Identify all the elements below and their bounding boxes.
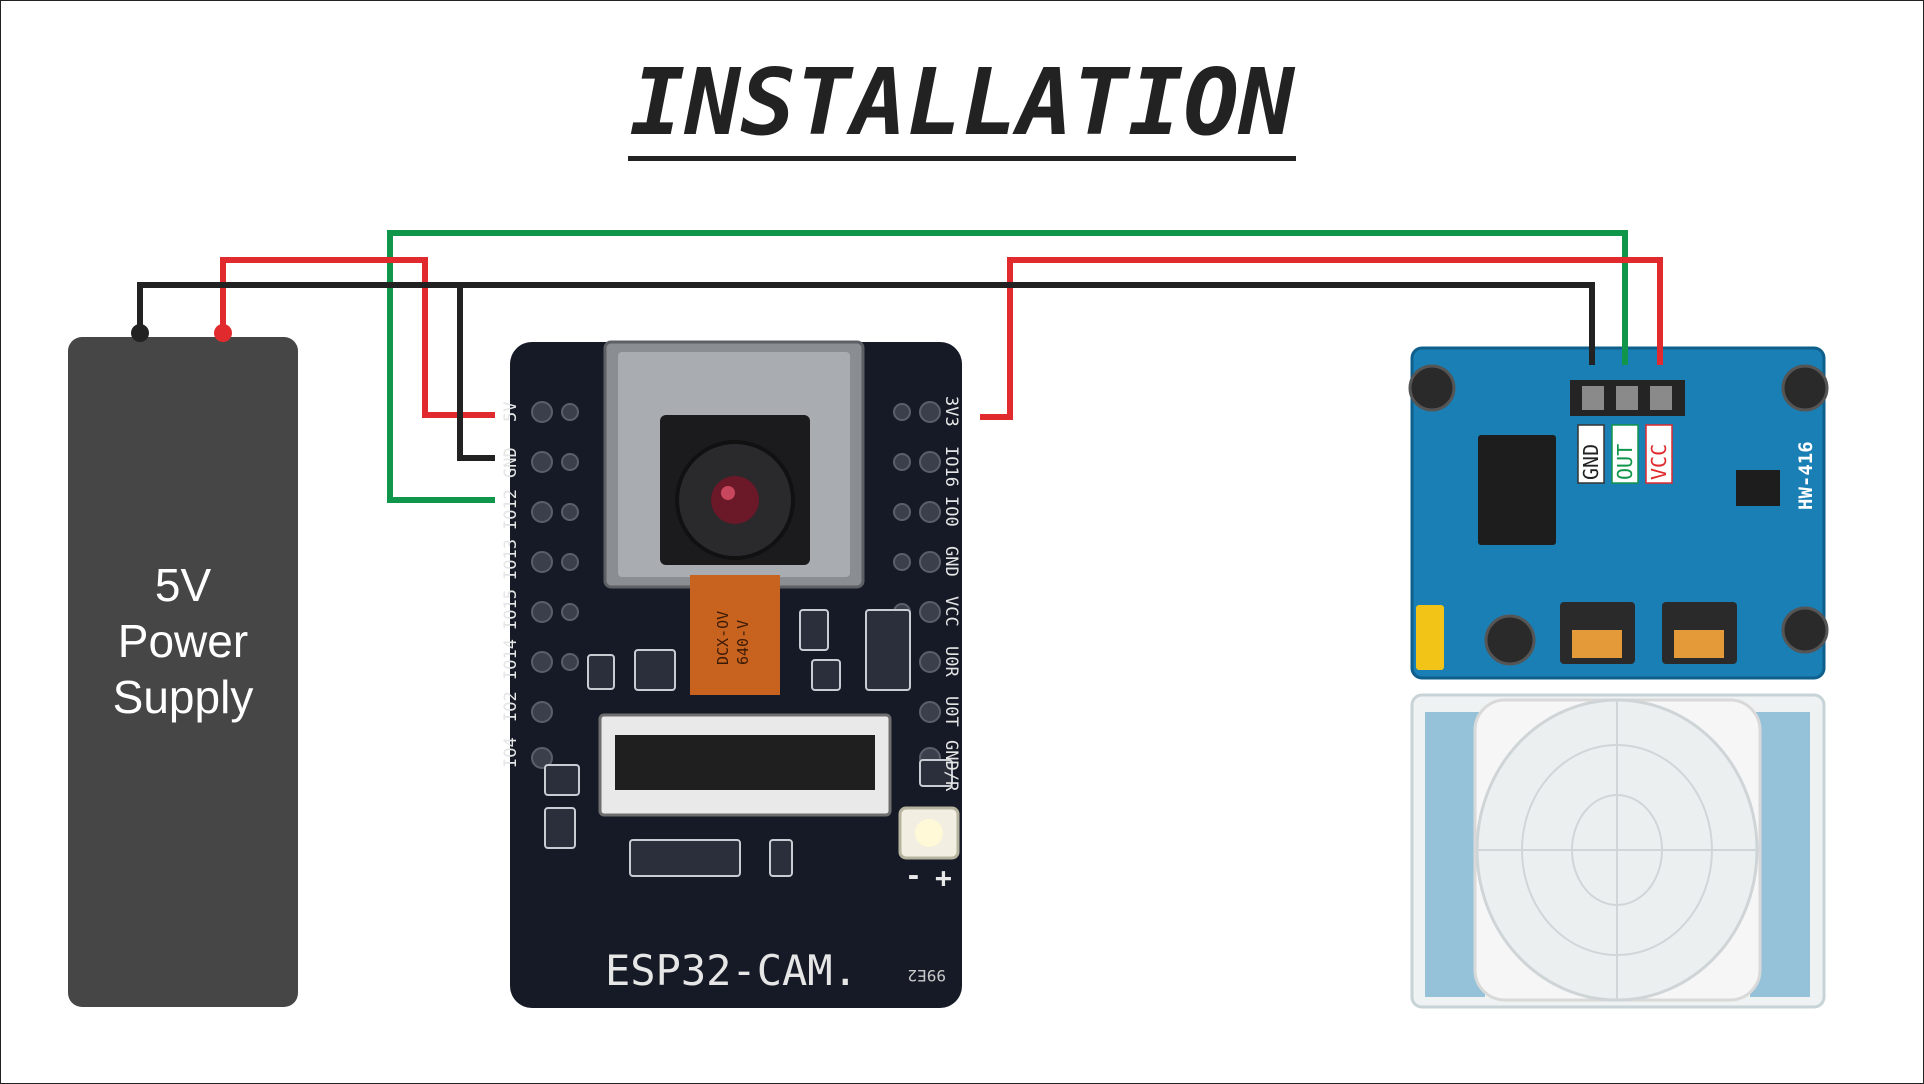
pin-label-io14: IO14: [501, 639, 521, 680]
esp32-cam-board: DCX-OV 640-V - + 5V GND IO12 IO13: [501, 342, 962, 1008]
pir-pin-label-vcc: VCC: [1647, 444, 1671, 480]
camera-lens: [711, 476, 759, 524]
pin-label-io15: IO15: [501, 589, 521, 630]
wire-black-psu-to-gnd: [460, 285, 495, 458]
pir-potentiometer-1-knob: [1572, 630, 1622, 658]
psu-positive-terminal: [214, 324, 232, 342]
pin-label-5v: 5V: [501, 402, 521, 422]
pir-pin-label-out: OUT: [1613, 444, 1637, 480]
pin-label-io12: IO12: [501, 489, 521, 530]
esp32-board-code: 99E2: [907, 966, 946, 985]
pin-label-io16: IO16: [941, 446, 961, 487]
pin-label-io0: IO0: [941, 496, 961, 527]
psu-negative-terminal: [131, 324, 149, 342]
pin-label-u0r: U0R: [941, 646, 961, 677]
pin-label-vcc-esp: VCC: [941, 596, 961, 627]
pin-label-io13: IO13: [501, 539, 521, 580]
pin-label-gnd-r: GND/R: [941, 740, 961, 792]
pin-label-3v3: 3V3: [941, 396, 961, 427]
pin-label-u0t: U0T: [941, 696, 961, 727]
pir-capacitor-2: [1783, 366, 1827, 410]
pin-label-io2: IO2: [501, 691, 521, 722]
pir-jumper: [1416, 605, 1444, 670]
pir-regulator: [1736, 470, 1780, 506]
pir-model-label: HW-416: [1795, 441, 1817, 510]
pin-label-gnd-left: GND: [501, 447, 521, 478]
camera-ribbon-text-2: 640-V: [734, 620, 752, 665]
flash-led-minus: -: [905, 859, 922, 892]
pin-label-io4: IO4: [501, 737, 521, 768]
flash-led-lens: [915, 819, 943, 847]
pir-pin-label-gnd: GND: [1579, 444, 1603, 480]
pir-potentiometer-2-knob: [1674, 630, 1724, 658]
pin-label-gnd-right: GND: [941, 546, 961, 577]
pir-ic-chip: [1478, 435, 1556, 545]
flash-led-plus: +: [935, 861, 952, 894]
pir-capacitor-3: [1486, 616, 1534, 664]
camera-lens-highlight: [721, 486, 735, 500]
camera-ribbon-text-1: DCX-OV: [714, 611, 732, 665]
pir-capacitor-4: [1783, 608, 1827, 652]
esp32-board-label: ESP32-CAM.: [605, 946, 858, 995]
fpc-connector-slot: [615, 735, 875, 790]
pir-capacitor-1: [1410, 366, 1454, 410]
pir-sensor: GND OUT VCC HW-416: [1410, 348, 1827, 1007]
